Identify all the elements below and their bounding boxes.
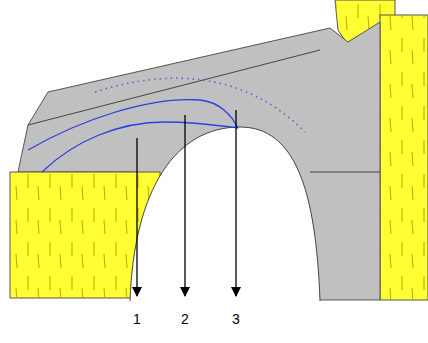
panel-line	[310, 172, 380, 173]
arrow	[235, 110, 236, 296]
callout-number: 2	[181, 312, 189, 326]
wheel-arch	[130, 127, 320, 301]
callout-number: 3	[232, 312, 240, 326]
door-part	[380, 15, 428, 300]
hatch	[380, 15, 428, 300]
callout-number: 1	[133, 312, 141, 326]
arrow	[184, 115, 185, 296]
crease-line	[28, 50, 320, 125]
blue-line	[42, 122, 238, 172]
wheel-arch-edge	[130, 127, 320, 301]
arrow	[136, 138, 137, 296]
